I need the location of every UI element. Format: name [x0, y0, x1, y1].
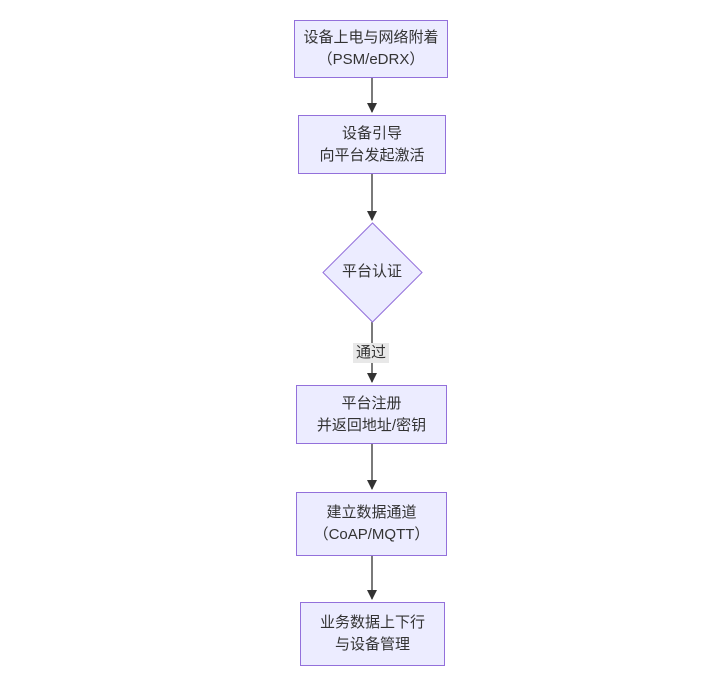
flow-node-data-channel: 建立数据通道 （CoAP/MQTT）: [296, 492, 447, 556]
node-label-line: 设备上电与网络附着: [303, 29, 439, 46]
flow-node-power-attach: 设备上电与网络附着 （PSM/eDRX）: [294, 20, 448, 78]
node-label-line: 并返回地址/密钥: [316, 416, 427, 434]
flow-node-bootstrap: 设备引导 向平台发起激活: [298, 115, 446, 174]
node-label-line: 建立数据通道: [326, 504, 417, 521]
node-label-line: 设备引导: [341, 124, 402, 142]
auth-decision-label: 平台认证: [342, 261, 402, 283]
flow-node-register: 平台注册 并返回地址/密钥: [296, 385, 447, 444]
node-label-line: （PSM/eDRX）: [317, 51, 425, 68]
node-label-line: 向平台发起激活: [319, 146, 425, 164]
flow-node-business-data: 业务数据上下行 与设备管理: [300, 602, 445, 666]
node-label-line: 平台认证: [341, 263, 403, 280]
edge-label-pass: 通过: [352, 343, 390, 363]
node-label-line: 平台注册: [341, 394, 402, 412]
node-label-line: 业务数据上下行: [319, 614, 425, 631]
node-label-line: 与设备管理: [334, 636, 410, 653]
node-label-line: （CoAP/MQTT）: [313, 526, 430, 543]
